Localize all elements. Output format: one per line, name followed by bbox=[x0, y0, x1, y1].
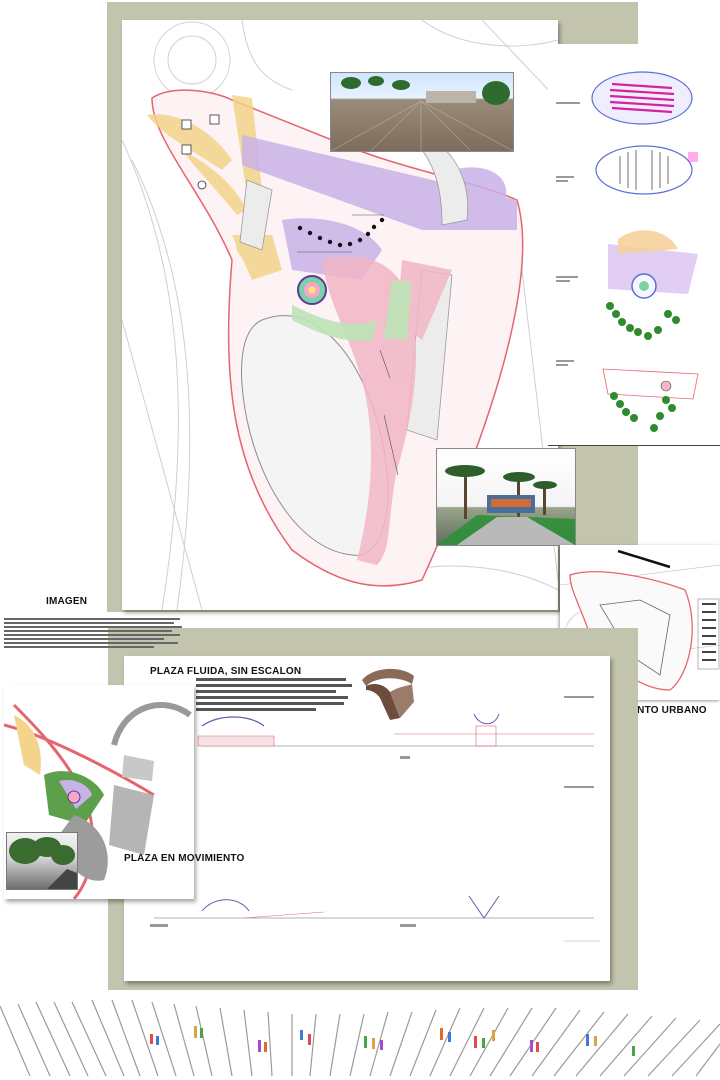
study-3 bbox=[606, 230, 698, 340]
study-2 bbox=[595, 145, 698, 195]
dotted-arc bbox=[297, 217, 385, 248]
person-figure-icon bbox=[150, 1026, 635, 1056]
plaza-fluida-title: PLAZA FLUIDA, SIN ESCALON bbox=[150, 666, 302, 677]
equipamiento-urbano-title: EQUIPAMIENTO URBANO bbox=[580, 705, 707, 716]
plaza-photo-top bbox=[330, 72, 514, 152]
strip-grid-lines bbox=[0, 999, 720, 1077]
green-strip bbox=[292, 280, 412, 341]
central-circle bbox=[297, 275, 327, 305]
trees-photo bbox=[6, 832, 78, 890]
sections-sheet bbox=[124, 656, 610, 981]
people-strip bbox=[0, 996, 720, 1080]
section-row-2 bbox=[150, 895, 600, 942]
study-4 bbox=[602, 368, 699, 432]
curved-bench-icon bbox=[360, 662, 416, 722]
plaza-fluida-text-block bbox=[196, 678, 356, 714]
perspective-plan-panel bbox=[4, 685, 194, 899]
palm-trees-photo bbox=[436, 448, 576, 546]
study-1 bbox=[591, 71, 693, 125]
imagen-title: IMAGEN bbox=[46, 596, 88, 607]
imagen-text-block bbox=[4, 618, 184, 650]
main-site-plan bbox=[122, 20, 558, 610]
section-row-1 bbox=[197, 713, 594, 759]
plaza-movimiento-title: PLAZA EN MOVIMIENTO bbox=[124, 853, 245, 864]
palm-tree-icon bbox=[445, 465, 557, 519]
variant-studies-panel bbox=[548, 44, 720, 446]
large-oval-lot bbox=[241, 315, 389, 556]
